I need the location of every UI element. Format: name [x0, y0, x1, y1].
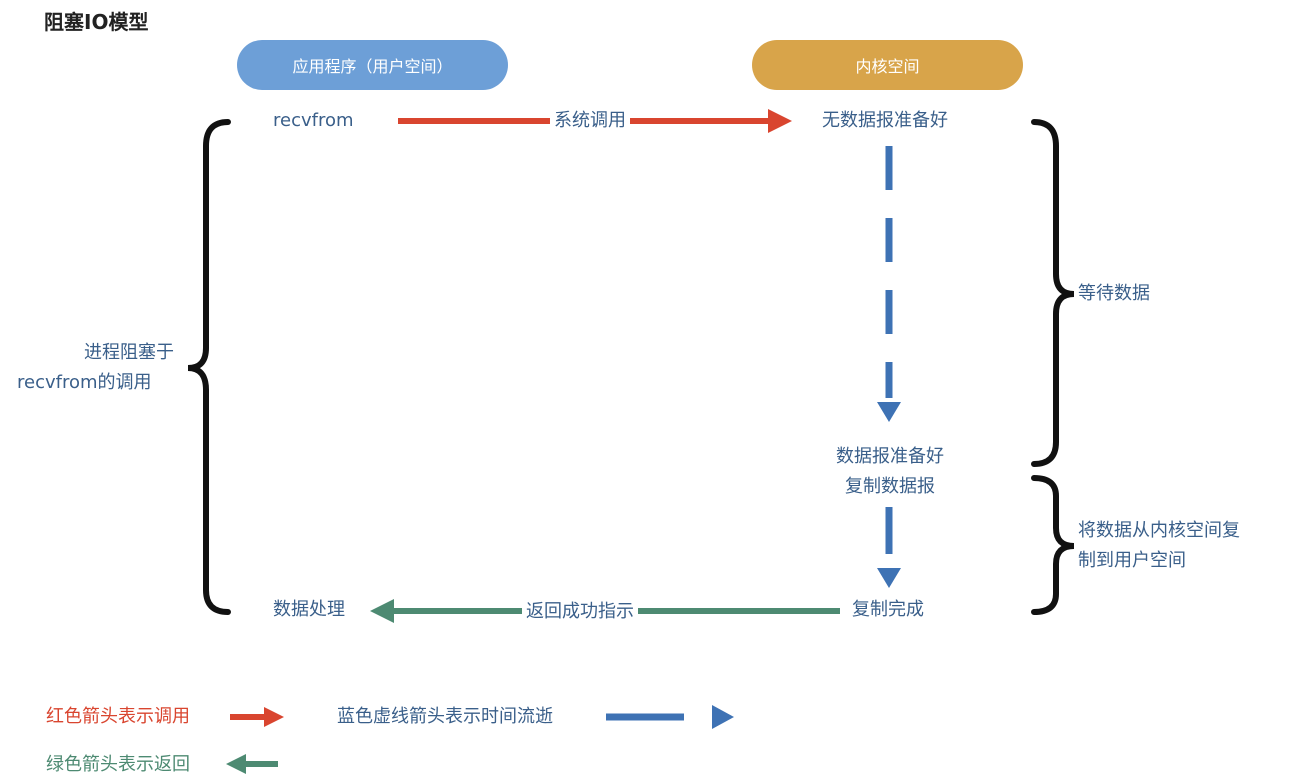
legend-blue-label: 蓝色虚线箭头表示时间流逝 [337, 706, 553, 727]
recvfrom-label: recvfrom [273, 110, 354, 131]
legend-blue-arrowhead [712, 705, 734, 729]
return-label: 返回成功指示 [522, 603, 638, 621]
data-ready-label: 数据报准备好 [836, 446, 944, 467]
no-data-ready-label: 无数据报准备好 [822, 110, 948, 131]
time-flow-arrow-wait [877, 146, 901, 422]
kernel-space-header: 内核空间 [752, 40, 1023, 90]
wait-data-label: 等待数据 [1078, 283, 1150, 304]
syscall-label: 系统调用 [550, 112, 630, 130]
legend-green-label: 绿色箭头表示返回 [46, 754, 190, 775]
time-flow-arrow-copy [877, 507, 901, 588]
copy-done-label: 复制完成 [852, 599, 924, 620]
copy-datagram-label: 复制数据报 [845, 476, 935, 497]
app-space-header: 应用程序（用户空间） [237, 40, 508, 90]
legend-red-label: 红色箭头表示调用 [46, 706, 190, 727]
right-brace-wait [1031, 119, 1075, 467]
process-data-label: 数据处理 [273, 599, 345, 620]
legend-red-arrow [230, 707, 284, 727]
blocked-label-line1: 进程阻塞于 [84, 342, 174, 363]
copy-to-user-label-line1: 将数据从内核空间复 [1078, 520, 1240, 541]
blocked-label-line2: recvfrom的调用 [17, 372, 152, 393]
copy-to-user-label-line2: 制到用户空间 [1078, 550, 1186, 571]
left-brace [187, 119, 231, 615]
diagram-title: 阻塞IO模型 [44, 10, 149, 34]
right-brace-copy [1031, 475, 1075, 615]
legend-green-arrow [226, 754, 278, 774]
